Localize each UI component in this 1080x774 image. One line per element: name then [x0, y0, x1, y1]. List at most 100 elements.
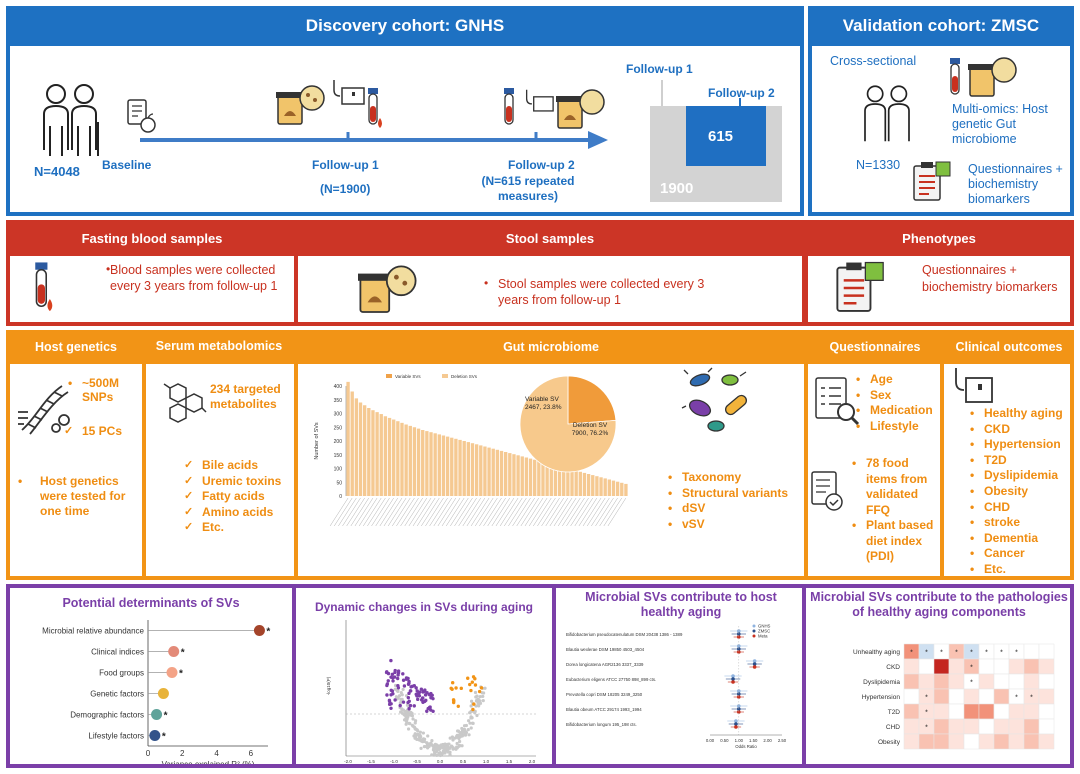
cross-sectional: Cross-sectional — [830, 54, 917, 68]
bar — [450, 437, 454, 496]
bar — [375, 412, 379, 496]
volcano-point — [418, 730, 422, 734]
serum-main: 234 targeted metabolites — [210, 382, 281, 411]
heatmap-cell — [948, 658, 965, 675]
x-tick-label — [458, 497, 477, 527]
heatmap-cell — [1023, 718, 1040, 735]
heatmap-cell — [933, 688, 950, 705]
clin-title: Clinical outcomes — [955, 340, 1063, 354]
heatmap-cell — [1023, 703, 1040, 720]
volcano-point — [412, 725, 417, 729]
clin-item: Hypertension — [966, 437, 1074, 453]
bar — [371, 410, 375, 496]
x-axis-label: Odds Ratio — [735, 744, 757, 749]
estimate-gnhs — [737, 689, 741, 693]
x-tick-label — [470, 497, 490, 527]
fu2-n: (N=615 repeated measures) — [481, 174, 575, 203]
heatmap-cell — [933, 703, 950, 720]
significance-star: * — [162, 732, 166, 743]
y-tick-label: 300 — [334, 412, 343, 418]
volcano-point-down — [401, 672, 405, 676]
volcano-point — [413, 736, 417, 740]
stool-text: Stool samples were collected every 3 yea… — [498, 277, 705, 307]
bar — [620, 482, 624, 496]
volcano-point — [481, 694, 485, 699]
heatmap-cell — [1008, 673, 1025, 690]
heatmap-cell — [918, 733, 935, 750]
volcano-point — [448, 736, 452, 740]
volcano-point — [474, 695, 478, 699]
volcano-point — [460, 726, 464, 731]
x-tick-label — [375, 497, 394, 527]
x-tick-label — [433, 497, 452, 527]
blood-box — [10, 256, 294, 322]
serum-item: Bile acids — [184, 458, 294, 474]
volcano-point-down — [390, 689, 395, 693]
volcano-point — [478, 701, 483, 705]
bar — [437, 434, 441, 496]
determinants-dot-chart: Microbial relative abundance*Clinical in… — [42, 620, 270, 764]
bar — [607, 479, 612, 496]
volcano-point — [474, 704, 478, 708]
volcano-point-down — [385, 670, 389, 674]
validation-body — [812, 46, 1070, 212]
contrib-box — [556, 588, 802, 764]
stool-sample-icon-4 — [358, 265, 417, 313]
y-tick-label: 200 — [334, 439, 343, 445]
volcano-point — [476, 701, 480, 705]
clin-item: Dyslipidemia — [966, 468, 1074, 484]
heatmap-cell — [1038, 658, 1055, 675]
volcano-point — [409, 710, 413, 715]
clin-item: Etc. — [966, 562, 1074, 578]
volcano-point-down — [407, 707, 411, 711]
bar — [350, 391, 354, 496]
n-baseline: N=4048 — [34, 164, 80, 179]
volcano-point — [435, 753, 439, 758]
bar — [396, 421, 400, 496]
x-tick-label: 0.0 — [437, 759, 444, 764]
inset-line-fu2 — [739, 98, 741, 108]
questionnaire-apple-icon — [127, 99, 156, 133]
volcano-point-down — [385, 683, 389, 688]
x-tick-label — [408, 497, 428, 527]
volcano-point-down — [424, 698, 428, 703]
stool-title: Stool samples — [505, 230, 595, 246]
heatmap-cell — [903, 688, 920, 705]
volcano-point-down — [408, 689, 413, 693]
quest-item: Medication — [852, 403, 942, 419]
patho-title: Microbial SVs contribute to the patholog… — [810, 590, 1068, 619]
heatmap-cell — [993, 733, 1010, 750]
x-tick-label: 2 — [180, 749, 185, 758]
heatmap-cell — [978, 703, 995, 720]
x-tick-label: -0.5 — [413, 759, 421, 764]
x-tick-label — [549, 497, 569, 527]
volcano-point — [475, 698, 479, 703]
bar — [474, 444, 479, 496]
heatmap-cell — [903, 703, 920, 720]
significance-star: * — [164, 711, 168, 722]
legend-label: Deletion SVs — [451, 374, 478, 379]
bar — [387, 417, 392, 496]
volcano-point-down — [393, 698, 397, 702]
significance-star: * — [1030, 695, 1033, 702]
significance-star: * — [970, 680, 973, 687]
dynamic-box — [296, 588, 552, 764]
x-tick-label — [557, 497, 577, 527]
x-tick-label — [516, 497, 535, 527]
x-tick-label — [421, 497, 440, 527]
volcano-point — [468, 721, 472, 725]
volcano-point — [402, 718, 407, 722]
volcano-point — [397, 694, 402, 698]
heatmap-cell — [1038, 688, 1055, 705]
x-tick-label — [462, 497, 481, 527]
volcano-point — [400, 697, 404, 701]
volcano-point — [478, 695, 482, 699]
heatmap-cell — [993, 673, 1010, 690]
gut-title: Gut microbiome — [503, 340, 599, 354]
legend-swatch — [752, 624, 756, 628]
pie-del-label: Deletion SV 7900, 76.2% — [571, 422, 609, 437]
x-tick-label — [354, 497, 374, 527]
volcano-point — [426, 734, 430, 738]
bar — [392, 419, 396, 496]
category-label: Clinical indices — [91, 648, 144, 657]
